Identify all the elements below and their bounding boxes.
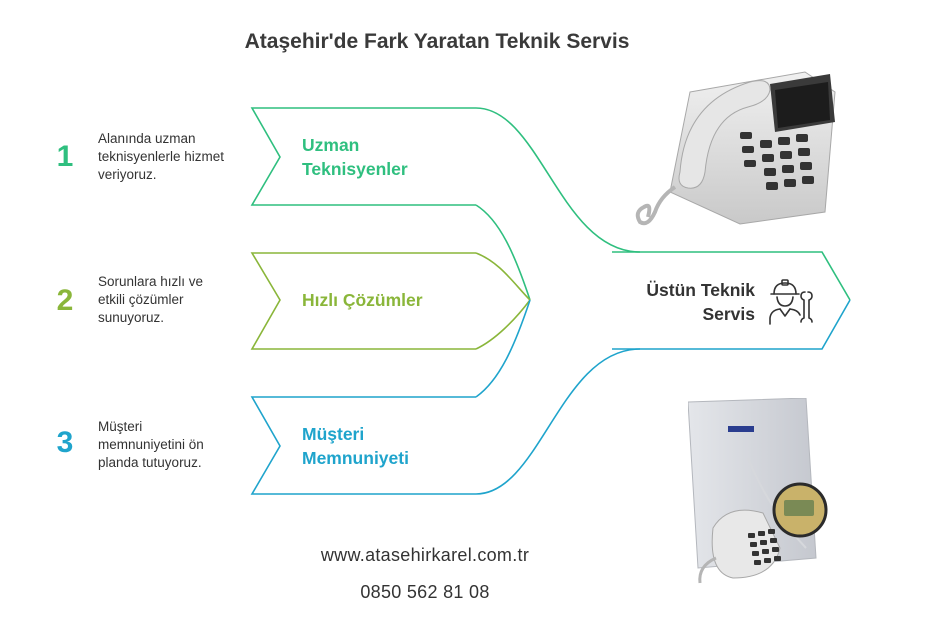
item-2-flow-top — [475, 252, 531, 301]
item-2-description: Sorunlara hızlı ve etkili çözümler sunuy… — [98, 274, 204, 325]
item-1-description: Alanında uzman teknisyenlerle hizmet ver… — [98, 131, 225, 182]
item-1-number: 1 — [56, 140, 74, 173]
pbx-system-image — [688, 398, 828, 584]
page-title: Ataşehir'de Fark Yaratan Teknik Servis — [244, 30, 630, 53]
item-3-chevron — [250, 396, 476, 495]
item-3-number: 3 — [56, 426, 74, 459]
item-2-number: 2 — [56, 284, 74, 317]
result-chevron-bottom — [612, 299, 851, 350]
item-2-flow-bottom — [475, 299, 531, 350]
desk-phone-image — [635, 71, 836, 226]
result-label: Üstün Teknik Servis — [646, 280, 755, 324]
item-1-label: Uzman Teknisyenler — [302, 135, 408, 179]
result-chevron-top — [612, 251, 851, 301]
item-1-flow-bottom — [475, 204, 531, 301]
technician-icon — [769, 279, 813, 325]
item-3-description: Müşteri memnuniyetini ön planda tutuyoru… — [98, 419, 204, 470]
item-2-chevron — [250, 252, 476, 350]
item-3-flow-top — [475, 299, 531, 398]
item-2-label: Hızlı Çözümler — [302, 290, 423, 310]
item-3-flow-bottom — [475, 348, 641, 495]
item-1-chevron — [250, 107, 641, 253]
phone-text: 0850 562 81 08 — [360, 582, 490, 602]
item-3-label: Müşteri Memnuniyeti — [302, 424, 409, 468]
website-text: www.atasehirkarel.com.tr — [320, 545, 530, 565]
